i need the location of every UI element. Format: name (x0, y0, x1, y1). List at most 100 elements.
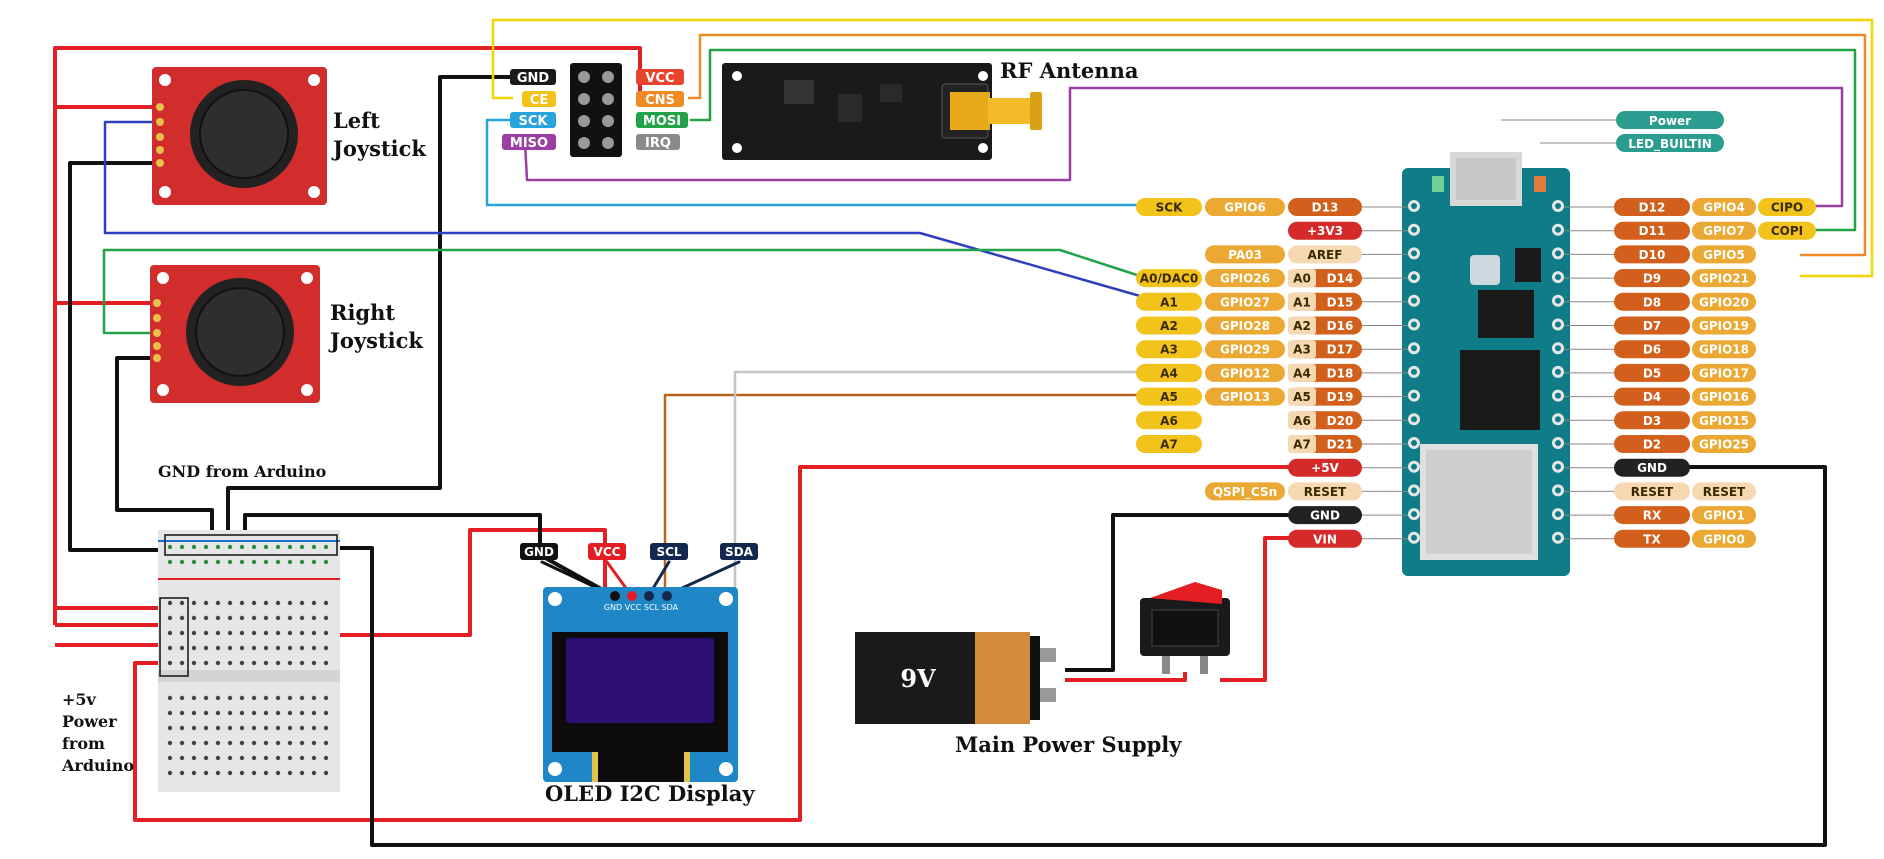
wire-gnd-right-joy (115, 356, 214, 535)
wire-scl (644, 393, 1140, 600)
left-pin-6-gpio-label: GPIO29 (1220, 343, 1270, 357)
left-joystick-title-2: Joystick (331, 136, 426, 161)
right-pin-4-gpio-label: GPIO20 (1699, 295, 1749, 309)
wire-right-horz (102, 248, 1141, 335)
right-pin-5-gpio (1692, 316, 1756, 335)
right-pin-1-gpio (1692, 221, 1756, 240)
right-pin-10-gpio-label: GPIO25 (1699, 438, 1749, 452)
oled-tag-vcc: VCC (594, 545, 621, 559)
left-pin-12-primary-label: RESET (1304, 485, 1347, 499)
left-pin-4-func (1136, 292, 1202, 311)
left-pin-5-primary-label: D16 (1327, 319, 1354, 333)
right-pin-7-primary-label: D5 (1643, 366, 1661, 380)
left-pin-10-func (1136, 435, 1202, 453)
battery-9v (855, 632, 1056, 724)
right-pin-6-primary-label: D6 (1643, 343, 1661, 357)
left-pin-3-primary-label: D14 (1327, 272, 1354, 286)
left-pin-5-func (1136, 316, 1202, 335)
left-pin-0-primary (1288, 198, 1362, 216)
right-pin-7-primary (1614, 363, 1690, 382)
left-pin-2-primary (1288, 245, 1362, 264)
wire-ce (491, 18, 1874, 278)
right-pin-11-primary-label: GND (1637, 461, 1667, 475)
wire-mosi (690, 48, 1857, 232)
right-pin-4-gpio (1692, 292, 1756, 311)
rf-pin-gnd: GND (517, 71, 550, 86)
left-pin-10-func-label: A7 (1160, 438, 1178, 452)
oled-module (540, 560, 741, 782)
left-pin-7-primary-label: D18 (1327, 366, 1354, 380)
left-pin-0-func-label: SCK (1156, 201, 1183, 215)
left-pin-10-primary-label: D21 (1327, 438, 1354, 452)
rf-pin-miso: MISO (510, 136, 548, 151)
right-pin-14-gpio (1692, 529, 1756, 548)
left-pin-12-gpio-label: QSPI_CSn (1213, 485, 1277, 500)
battery-label: 9V (900, 664, 936, 693)
right-pin-0-func (1758, 198, 1816, 216)
wire-gnd-arduino (330, 465, 1827, 847)
right-pin-14-primary-label: TX (1643, 532, 1661, 546)
left-pin-7-analog-label: A4 (1293, 366, 1311, 380)
left-pin-4-analog (1288, 292, 1316, 311)
rf-pin-tags-right: VCC CNS MOSI IRQ (636, 69, 688, 151)
right-joystick-module (150, 265, 320, 403)
right-pin-2-primary-label: D10 (1639, 248, 1666, 262)
left-pin-9-analog (1288, 411, 1316, 430)
left-pin-14-primary (1288, 529, 1362, 548)
rf-pin-vcc: VCC (645, 71, 674, 86)
right-pin-8-primary (1614, 387, 1690, 406)
left-pin-3-func (1136, 269, 1202, 288)
right-pin-1-gpio-label: GPIO7 (1703, 224, 1745, 238)
wire-cns (688, 33, 1867, 257)
right-pin-8-gpio-label: GPIO16 (1699, 390, 1749, 404)
left-pin-5-func-label: A2 (1160, 319, 1178, 333)
right-pin-10-primary (1614, 435, 1690, 453)
left-pin-8-primary-label: D19 (1327, 390, 1354, 404)
left-pin-6-gpio (1205, 340, 1285, 359)
left-pin-12-gpio (1205, 482, 1285, 501)
wire-5v-left-top (53, 46, 642, 109)
power-from-arduino-label-2: Power (62, 712, 117, 731)
right-pin-14-primary (1614, 529, 1690, 548)
wire-left-vert (103, 120, 1141, 298)
left-pin-13-primary (1288, 506, 1362, 525)
left-pin-4-gpio (1205, 292, 1285, 311)
left-pin-4-func-label: A1 (1160, 295, 1178, 309)
right-pin-7-gpio-label: GPIO17 (1699, 366, 1749, 380)
right-pin-8-gpio (1692, 387, 1756, 406)
left-joystick-pins (156, 103, 164, 167)
rf-pin-ce: CE (530, 93, 548, 108)
left-pin-0-primary-label: D13 (1312, 201, 1339, 215)
left-pin-7-gpio (1205, 363, 1285, 382)
right-pin-1-primary (1614, 221, 1690, 240)
left-joystick-title-1: Left (333, 108, 380, 133)
rf-pin-sck: SCK (519, 114, 549, 129)
right-pin-5-primary (1614, 316, 1690, 335)
left-pin-1-primary-label: +3V3 (1307, 224, 1343, 238)
right-pin-6-gpio (1692, 340, 1756, 359)
right-pin-10-gpio (1692, 435, 1756, 453)
left-pin-6-analog (1288, 340, 1316, 359)
right-joystick-title-2: Joystick (328, 328, 423, 353)
left-pin-4-analog-label: A1 (1293, 295, 1311, 309)
right-pin-12-primary (1614, 482, 1690, 501)
left-pin-3-analog-label: A0 (1293, 272, 1311, 286)
right-pin-5-gpio-label: GPIO19 (1699, 319, 1749, 333)
left-pin-9-func (1136, 411, 1202, 430)
right-pin-12-gpio-label: RESET (1703, 485, 1746, 499)
oled-tag-gnd: GND (524, 545, 554, 559)
left-pin-13-primary-label: GND (1310, 509, 1340, 523)
left-pin-8-func-label: A5 (1160, 390, 1178, 404)
right-pin-8-primary-label: D4 (1643, 390, 1661, 404)
oled-title: OLED I2C Display (545, 781, 755, 806)
rf-module-board (722, 63, 1042, 160)
rf-pin-irq: IRQ (645, 136, 671, 151)
right-pin-9-gpio-label: GPIO15 (1699, 414, 1749, 428)
left-pin-9-analog-label: A6 (1293, 414, 1311, 428)
left-pin-9-func-label: A6 (1160, 414, 1178, 428)
power-from-arduino-label-3: from (62, 734, 105, 753)
wire-vin (1220, 536, 1290, 682)
left-pin-2-primary-label: AREF (1308, 248, 1343, 262)
right-joystick-title-1: Right (330, 300, 395, 325)
right-joystick-pins (153, 299, 161, 362)
